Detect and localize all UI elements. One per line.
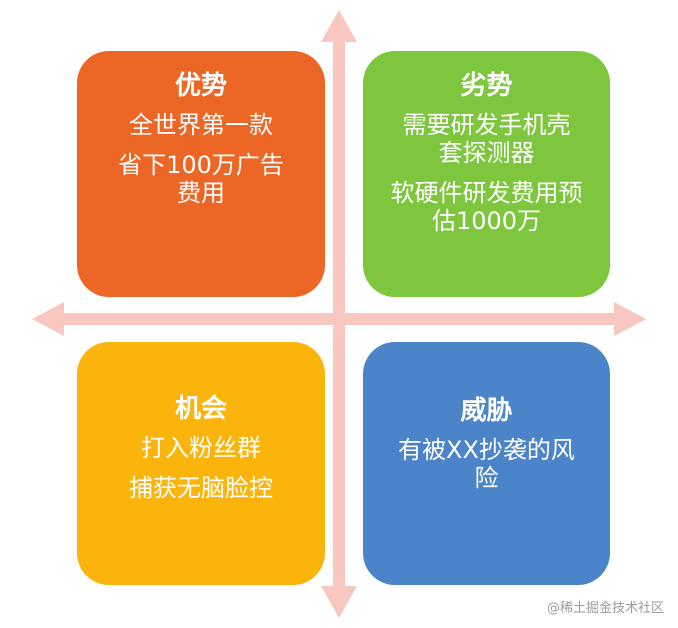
opportunity-line-2: 捕获无脑脸控 bbox=[129, 474, 273, 502]
opportunity-quadrant: 机会 打入粉丝群 捕获无脑脸控 bbox=[77, 342, 325, 585]
threat-quadrant: 威胁 有被XX抄袭的风险 bbox=[363, 342, 610, 585]
strength-line-1: 全世界第一款 bbox=[129, 111, 273, 139]
opportunity-title: 机会 bbox=[174, 394, 227, 424]
horizontal-axis-bar bbox=[62, 313, 616, 325]
threat-line-1: 有被XX抄袭的风险 bbox=[398, 436, 575, 492]
right-arrow-head bbox=[614, 302, 646, 336]
weakness-line-1: 需要研发手机壳套探测器 bbox=[402, 111, 571, 167]
left-arrow-head bbox=[32, 302, 64, 336]
weakness-title: 劣势 bbox=[460, 71, 513, 101]
strength-title: 优势 bbox=[174, 71, 227, 101]
weakness-line-2: 软硬件研发费用预估1000万 bbox=[390, 179, 583, 235]
weakness-quadrant: 劣势 需要研发手机壳套探测器 软硬件研发费用预估1000万 bbox=[363, 51, 610, 297]
threat-title: 威胁 bbox=[460, 396, 513, 426]
strength-line-2: 省下100万广告费用 bbox=[118, 151, 284, 207]
up-arrow-head bbox=[321, 10, 357, 42]
opportunity-line-1: 打入粉丝群 bbox=[141, 434, 261, 462]
watermark: @稀土掘金技术社区 bbox=[546, 601, 664, 616]
down-arrow-head bbox=[321, 586, 357, 618]
strength-quadrant: 优势 全世界第一款 省下100万广告费用 bbox=[77, 51, 325, 297]
